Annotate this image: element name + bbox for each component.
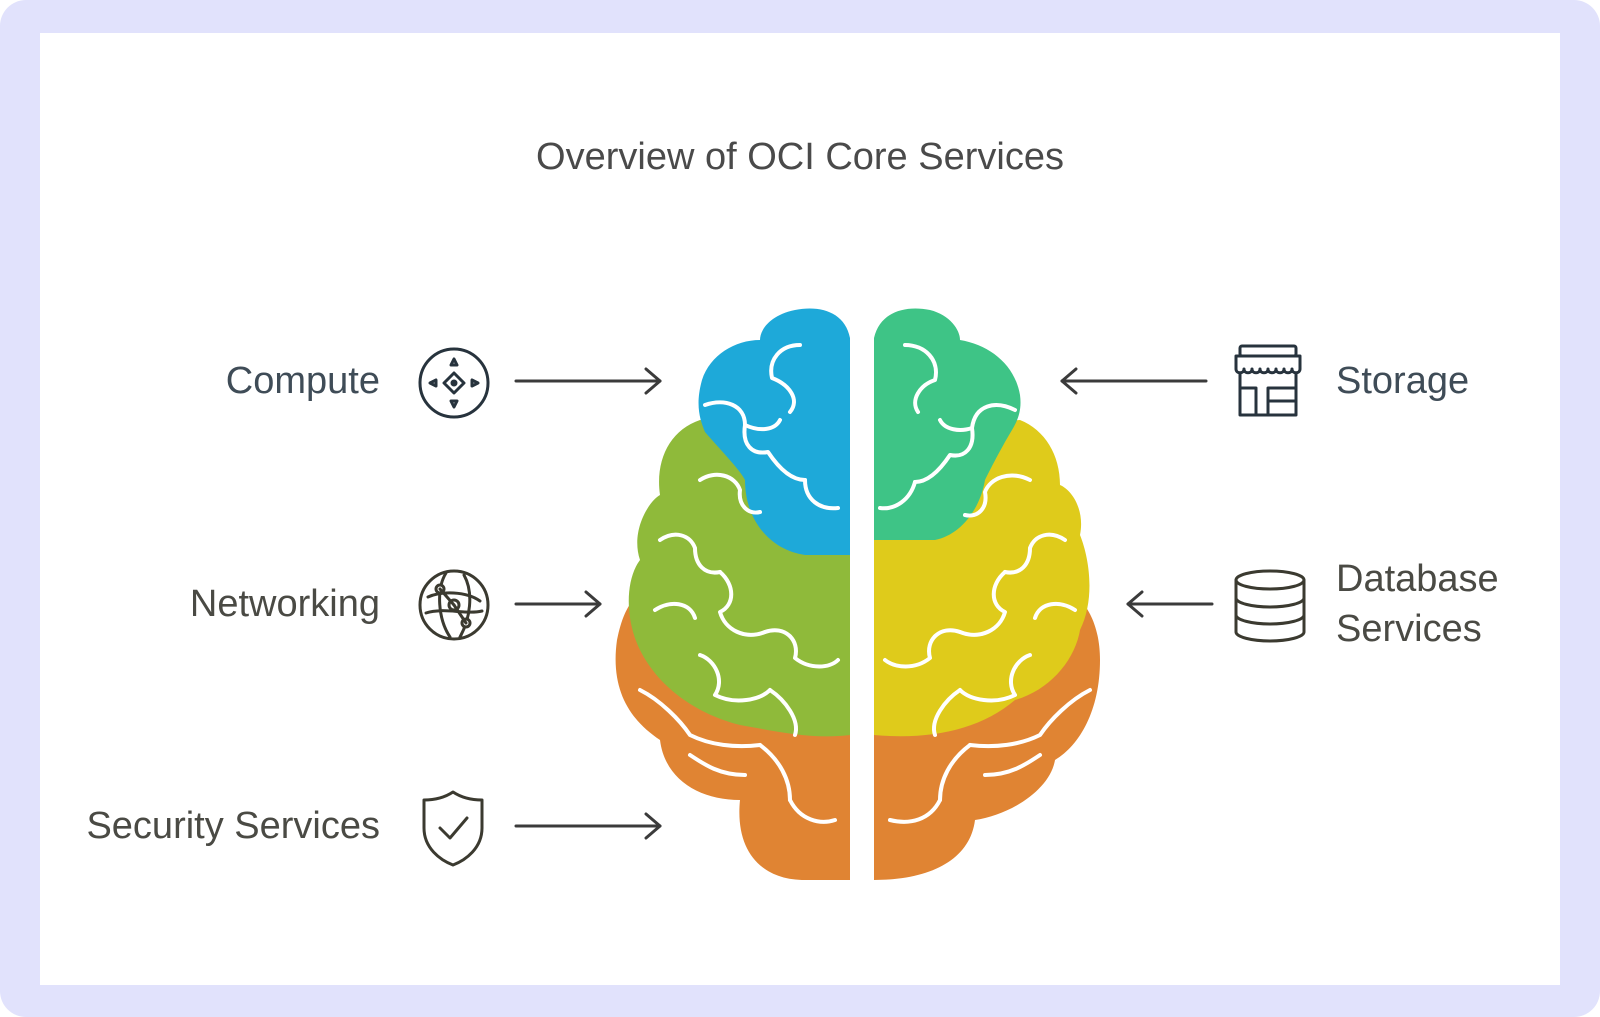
storefront-icon bbox=[1230, 343, 1306, 419]
database-label-line1: Database bbox=[1336, 558, 1499, 600]
storage-lobe-right bbox=[874, 308, 1021, 540]
network-globe-icon bbox=[416, 567, 492, 643]
compute-arrow bbox=[514, 366, 664, 396]
security-label: Security Services bbox=[86, 805, 380, 847]
networking-label: Networking bbox=[189, 583, 380, 625]
database-icon bbox=[1232, 568, 1308, 644]
compute-chip-icon bbox=[416, 345, 492, 421]
networking-arrow bbox=[514, 589, 604, 619]
shield-check-icon bbox=[420, 788, 486, 868]
compute-lobe-left bbox=[698, 308, 850, 555]
compute-label: Compute bbox=[225, 360, 380, 402]
brain-folds bbox=[638, 343, 1092, 824]
database-arrow bbox=[1124, 589, 1214, 619]
security-arrow bbox=[514, 811, 664, 841]
database-label-line2: Services bbox=[1336, 608, 1482, 650]
storage-arrow bbox=[1058, 366, 1208, 396]
diagram-title: Overview of OCI Core Services bbox=[536, 136, 1064, 178]
storage-label: Storage bbox=[1336, 360, 1470, 402]
